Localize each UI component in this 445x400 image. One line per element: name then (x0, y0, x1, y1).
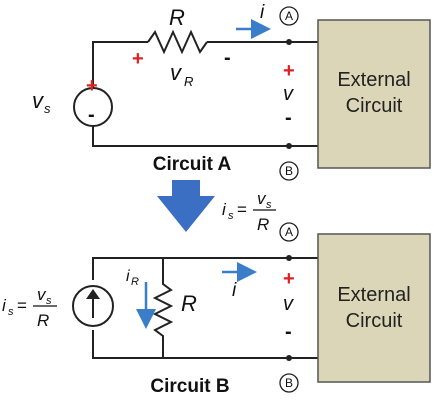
circuit-b-source-arrow-icon (86, 289, 100, 299)
circuit-b-terminal-dot-top (286, 255, 292, 261)
circuit-b-node-a-marker (279, 222, 299, 242)
circuit-b-resistor-current: i (126, 268, 130, 285)
circuit-b-resistor-label: R (181, 291, 197, 316)
transform-lhs-sub: s (228, 210, 234, 222)
circuit-a-node-a-marker (279, 6, 299, 26)
circuit-b-title: Circuit B (150, 376, 229, 397)
circuit-a-source-plus: + (86, 75, 98, 97)
circuit-a-source-minus: - (88, 104, 95, 126)
circuit-b-source-equals: = (17, 296, 27, 315)
circuit-a-node-a: A (285, 9, 293, 23)
transform-den: R (257, 215, 269, 234)
circuit-b-resistor (152, 258, 174, 358)
transformation: i s = v s R (157, 180, 276, 234)
circuit-a-source-sub: s (44, 101, 51, 116)
circuit-a-resistor (147, 29, 208, 55)
circuit-b-source-lhs-sub: s (8, 306, 14, 318)
circuit-b-node-b-marker (279, 373, 299, 393)
circuit-a-terminal-minus: - (285, 107, 292, 129)
circuit-b-wire-top (92, 257, 318, 280)
circuit-a-terminal-plus: + (283, 60, 295, 82)
circuit-a-current-label: i (260, 2, 265, 23)
circuit-b-terminal-minus: - (285, 321, 292, 343)
circuit-a: + - v s R + - v R i A B + v - External C… (32, 2, 431, 181)
circuit-a-box-line2: Circuit (346, 95, 403, 117)
circuit-a-title: Circuit A (153, 154, 232, 175)
circuit-a-resistor-plus: + (132, 48, 144, 70)
circuit-a-source-label: v (32, 88, 45, 113)
circuit-b-current-label: i (232, 280, 237, 301)
circuit-a-wire-bottom (92, 124, 318, 147)
circuit-b-external-box (317, 233, 431, 383)
circuit-b-node-b: B (285, 376, 293, 390)
circuit-a-node-b-marker (279, 161, 299, 181)
circuit-b-box-line1: External (337, 284, 410, 306)
circuit-a-box-line1: External (337, 69, 410, 91)
transform-num: v (257, 189, 267, 208)
circuit-b-source-num: v (37, 285, 47, 304)
circuit-a-terminal-dot-top (286, 39, 292, 45)
circuit-b-terminal-plus: + (283, 268, 295, 290)
circuit-a-terminal-voltage: v (283, 83, 294, 105)
circuit-b-source-den: R (37, 311, 49, 330)
circuit-a-wire-top-left (92, 41, 148, 90)
circuit-a-external-box (317, 19, 431, 169)
circuit-b-source-lhs: i (2, 296, 7, 315)
circuit-a-resistor-minus: - (224, 47, 231, 69)
circuit-b: i s = v s R R i R i A B + v - External C… (2, 222, 431, 397)
circuit-a-resistor-voltage-sub: R (184, 74, 193, 89)
circuit-a-resistor-label: R (169, 5, 185, 30)
circuit-b-source-num-sub: s (46, 295, 52, 307)
circuit-a-voltage-source (73, 87, 113, 127)
circuit-b-resistor-current-sub: R (131, 276, 139, 288)
transform-lhs: i (222, 200, 227, 219)
circuit-b-node-a: A (285, 225, 293, 239)
circuit-b-wire-bottom (92, 330, 318, 359)
transform-arrow-icon (157, 180, 215, 232)
circuit-b-box-line2: Circuit (346, 310, 403, 332)
circuit-b-terminal-voltage: v (283, 293, 294, 315)
transform-num-sub: s (266, 199, 272, 211)
circuit-b-terminal-dot-bottom (286, 355, 292, 361)
circuit-a-terminal-dot-bottom (286, 143, 292, 149)
circuit-a-resistor-voltage: v (170, 60, 183, 85)
transform-equals: = (237, 200, 247, 219)
circuit-a-node-b: B (285, 164, 293, 178)
